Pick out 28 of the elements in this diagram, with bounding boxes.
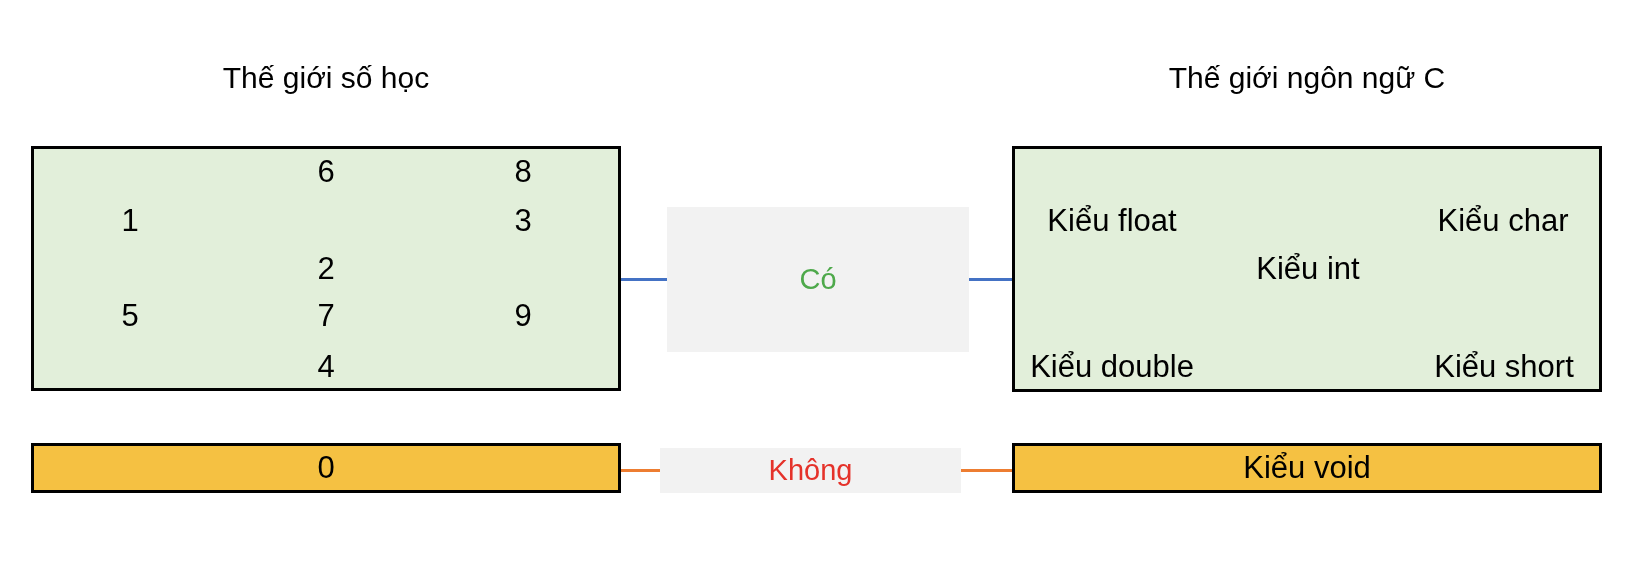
connector-line (621, 278, 667, 281)
number-text: 5 (121, 298, 139, 334)
number-text: 4 (317, 349, 335, 385)
number-text: 3 (514, 203, 532, 239)
number-text: 2 (317, 251, 335, 287)
connector-line (621, 469, 660, 472)
number-text: 1 (121, 203, 139, 239)
type-name-text: Kiểu void (1243, 450, 1371, 486)
number-text: 8 (514, 154, 532, 190)
number-text: 0 (317, 450, 335, 486)
answer-text: Có (799, 262, 837, 297)
type-name-text: Kiểu char (1437, 203, 1569, 239)
number-text: 9 (514, 298, 532, 334)
zero-bar (31, 443, 621, 493)
connector-line (961, 469, 1012, 472)
connector-line (969, 278, 1012, 281)
void-type-bar (1012, 443, 1602, 493)
answer-tag-box (660, 448, 961, 493)
type-name-text: Kiểu double (1030, 349, 1194, 385)
type-name-text: Kiểu float (1047, 203, 1177, 239)
section-heading: Thế giới ngôn ngữ C (1168, 60, 1446, 96)
section-heading: Thế giới số học (222, 60, 430, 96)
answer-text: Không (768, 453, 853, 488)
type-name-text: Kiểu int (1256, 251, 1360, 287)
answer-tag-box (667, 207, 969, 352)
number-text: 6 (317, 154, 335, 190)
number-text: 7 (317, 298, 335, 334)
type-name-text: Kiểu short (1434, 349, 1574, 385)
